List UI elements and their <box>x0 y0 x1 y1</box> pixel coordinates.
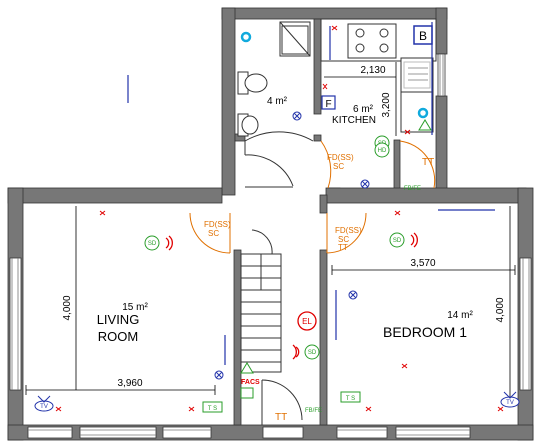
living-ts-label: T S <box>208 406 217 412</box>
svg-text:SD: SD <box>148 241 157 247</box>
svg-text:HD: HD <box>378 148 387 154</box>
light-icons <box>214 111 370 380</box>
extractor-icon <box>240 31 252 43</box>
socket-icons <box>55 25 504 412</box>
svg-text:FD(SS): FD(SS) <box>204 220 231 229</box>
svg-text:FD(SS): FD(SS) <box>335 226 362 235</box>
kitchen-depth-dim: 3,200 <box>381 92 392 117</box>
walls <box>7 7 534 441</box>
svg-text:TT: TT <box>338 243 348 252</box>
bedroom-dimension-lines <box>331 206 516 405</box>
hob <box>347 23 397 59</box>
cooker-extractor-icon <box>417 107 429 119</box>
bathroom-area: 4 m² <box>267 96 288 107</box>
kitchen-dimension-lines <box>324 62 397 136</box>
svg-text:SC: SC <box>208 229 219 238</box>
svg-text:SD: SD <box>308 350 317 356</box>
fuse-box <box>321 95 336 110</box>
kitchen-fbfe-label: FB/FE <box>404 186 421 192</box>
window-glazing <box>11 54 530 436</box>
fire-door-labels: FD(SS) SC FD(SS) SC FD(SS) SC TT <box>204 153 362 252</box>
bathroom-fixtures <box>237 21 311 137</box>
living-dimension-lines <box>25 206 216 395</box>
emergency-light-icon <box>297 311 317 331</box>
living-name-1: LIVING <box>97 312 140 327</box>
kitchen-fixtures <box>320 18 437 133</box>
bedroom-tv-label: TV <box>506 400 514 406</box>
living-tv-label: TV <box>40 404 48 410</box>
detector-icons: SD SD SD SD HD <box>144 135 405 360</box>
living-width-dim: 3,960 <box>117 378 142 389</box>
living-area: 15 m² <box>122 302 148 313</box>
svg-text:SC: SC <box>338 235 349 244</box>
sounder-icons <box>165 232 418 360</box>
kitchen-width-dim: 2,130 <box>360 65 385 76</box>
living-name-2: ROOM <box>98 329 138 344</box>
bedroom-height-dim: 4,000 <box>495 297 506 322</box>
bedroom-width-dim: 3,570 <box>410 258 435 269</box>
living-height-dim: 4,000 <box>62 295 73 320</box>
hall-tt-label: TT <box>275 412 287 423</box>
fuse-box-label: F <box>325 99 331 110</box>
kitchen-tt-label: TT <box>422 157 434 168</box>
svg-text:FD(SS): FD(SS) <box>327 153 354 162</box>
facs-label: FACS <box>241 379 260 386</box>
hall-fbfe-label: FB/FE <box>305 408 322 414</box>
bedroom-name: BEDROOM 1 <box>383 324 467 340</box>
bedroom-ts-label: T S <box>346 396 355 402</box>
boiler-label: B <box>419 29 427 43</box>
svg-text:SD: SD <box>393 238 402 244</box>
electrical-wiring <box>127 22 495 365</box>
staircase <box>240 229 282 373</box>
kitchen-name: KITCHEN <box>332 115 376 126</box>
bedroom-area: 14 m² <box>447 310 473 321</box>
doors <box>189 131 436 425</box>
safety-sign-icons <box>202 119 432 413</box>
emergency-light-label: EL <box>302 317 312 326</box>
svg-text:SC: SC <box>333 162 344 171</box>
tv-point-icons <box>34 391 520 412</box>
kitchen-area: 6 m² <box>353 104 374 115</box>
